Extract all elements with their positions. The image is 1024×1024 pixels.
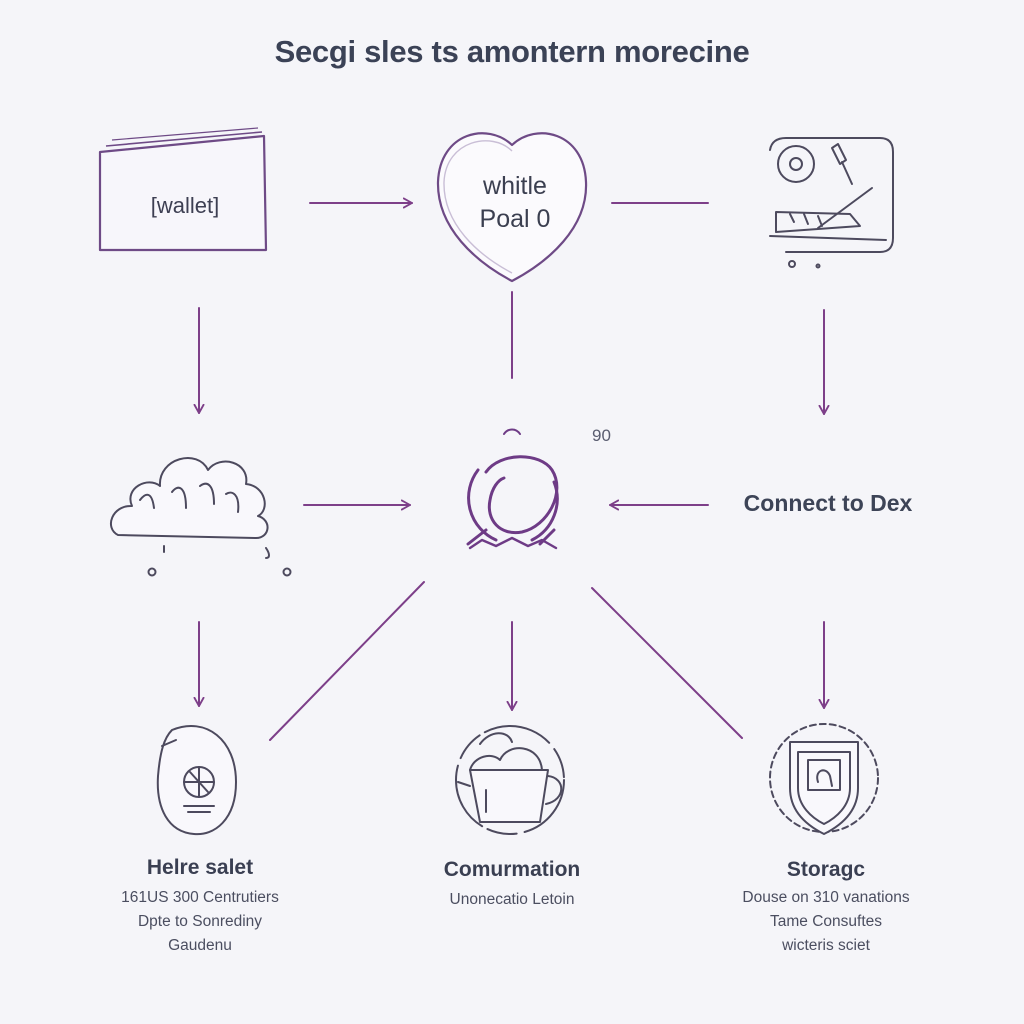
left-bottom-description: 161US 300 Centrutiers Dpte to Sonrediny … [70, 886, 330, 958]
center-bottom-line-1: Unonecatio Letoin [449, 891, 575, 908]
heart-label-line-1: whitle [483, 172, 547, 200]
storage-shield-icon [769, 723, 879, 835]
security-badge-icon [156, 725, 237, 836]
right-bottom-title: Storagc [786, 858, 866, 881]
heart-icon [436, 132, 588, 283]
left-bottom-title: Helre salet [146, 856, 254, 879]
cloud-icon [110, 457, 292, 577]
heart-label-line-2: Poal 0 [479, 205, 551, 233]
wallet-card-icon [98, 127, 268, 252]
right-bottom-line-3: wicteris sciet [782, 937, 870, 954]
communication-cup-icon [455, 725, 565, 835]
left-bottom-line-3: Gaudenu [168, 937, 232, 954]
left-bottom-line-2: Dpte to Sonrediny [137, 913, 263, 930]
hub-number: 90 [592, 426, 611, 445]
connect-to-dex-label: Connect to Dex [743, 490, 913, 516]
right-bottom-line-1: Douse on 310 vanations [742, 889, 910, 906]
center-bottom-title: Comurmation [443, 858, 581, 881]
diagram-title: Secgi sles ts amontern morecine [274, 34, 750, 69]
center-bottom-description: Unonecatio Letoin [382, 888, 642, 912]
tools-machine-icon [769, 137, 894, 269]
right-bottom-line-2: Tame Consuftes [770, 913, 882, 930]
heart-label: whitle Poal 0 [440, 170, 590, 236]
left-bottom-line-1: 161US 300 Centrutiers [121, 889, 279, 906]
connector-hub-to-left-bottom [269, 581, 425, 741]
connector-hub-to-right-bottom [591, 587, 743, 739]
hub-refresh-icon [466, 428, 559, 550]
wallet-label: [wallet] [150, 193, 220, 218]
right-bottom-description: Douse on 310 vanations Tame Consuftes wi… [696, 886, 956, 958]
